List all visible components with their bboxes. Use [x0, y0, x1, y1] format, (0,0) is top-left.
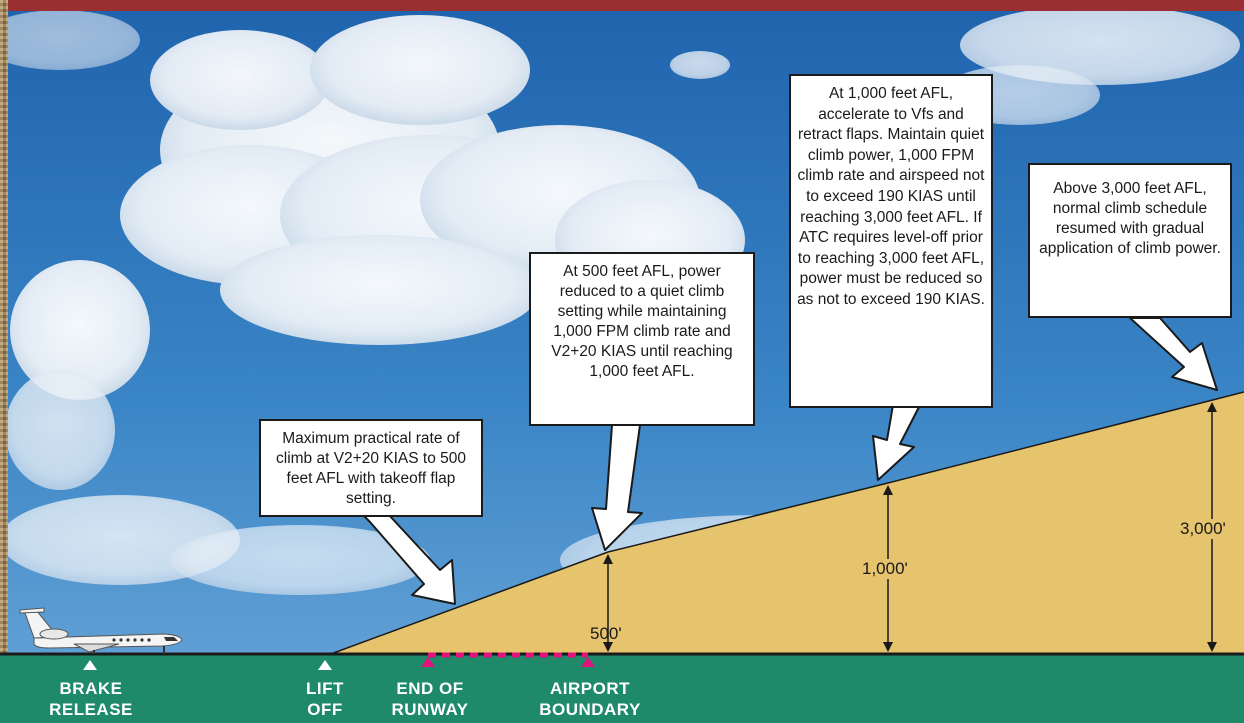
label-end-of-runway: END OF RUNWAY [391, 679, 469, 719]
header-bar [0, 0, 1244, 11]
climb-profile-line [327, 391, 1244, 656]
label-brake-release: BRAKE RELEASE [49, 679, 133, 719]
callout-initial-climb: Maximum practical rate of climb at V2+20… [259, 419, 483, 517]
left-border [0, 0, 8, 723]
label-airport-boundary: AIRPORT BOUNDARY [539, 679, 641, 719]
label-lift-off: LIFT OFF [306, 679, 344, 719]
arrow-1000-icon [872, 404, 921, 481]
ground [0, 653, 1244, 723]
altitude-label-3000: 3,000' [1180, 519, 1226, 539]
climb-profile-area [328, 392, 1244, 655]
airport-boundary-marker-icon [581, 657, 595, 667]
arrow-3000-icon [1129, 317, 1218, 391]
end-of-runway-marker-icon [421, 657, 435, 667]
callout-500-feet: At 500 feet AFL, power reduced to a quie… [529, 252, 755, 426]
altitude-label-1000: 1,000' [862, 559, 908, 579]
altitude-arrow-500 [603, 554, 613, 652]
callout-1000-feet: At 1,000 feet AFL, accelerate to Vfs and… [789, 74, 993, 408]
callout-arrows [361, 317, 1218, 605]
airplane-icon [19, 607, 183, 654]
arrow-initial-climb-icon [361, 513, 456, 605]
lift-off-marker-icon [318, 660, 332, 670]
callout-above-3000-feet: Above 3,000 feet AFL, normal climb sched… [1028, 163, 1232, 318]
arrow-500-icon [591, 424, 643, 551]
altitude-label-500: 500' [590, 624, 622, 643]
brake-release-marker-icon [83, 660, 97, 670]
